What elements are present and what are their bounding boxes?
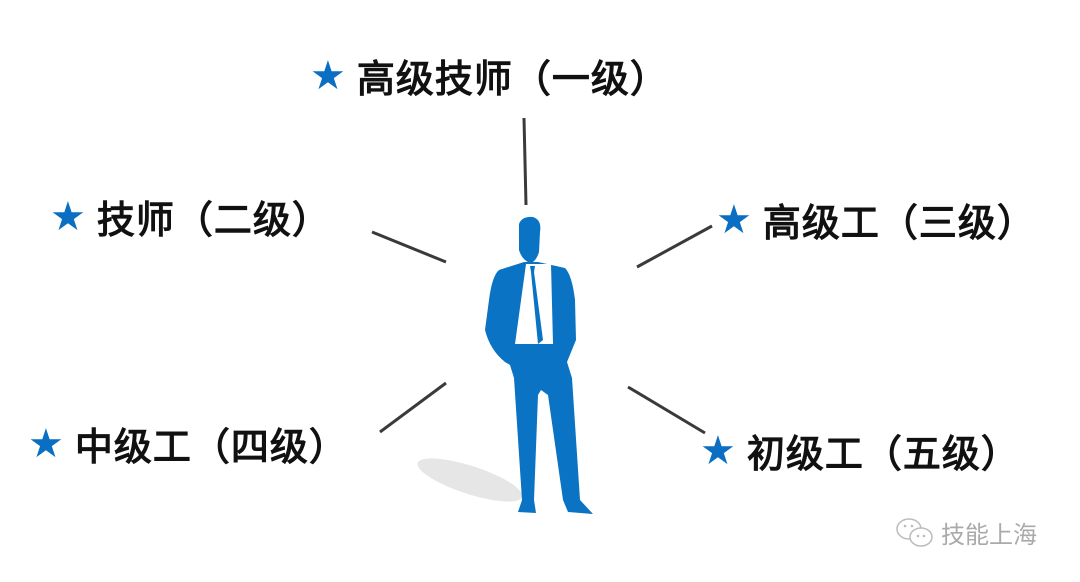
level-2-label: ★ 技师（二级） xyxy=(50,189,331,244)
tie xyxy=(530,266,543,344)
star-icon: ★ xyxy=(28,420,65,467)
star-icon: ★ xyxy=(700,427,737,474)
connector-line-1 xyxy=(522,117,528,206)
level-text: 技师（二级） xyxy=(96,198,331,242)
shirt xyxy=(515,264,553,344)
level-4-label: ★ 中级工（四级） xyxy=(28,416,348,471)
level-text: 初级工（五级） xyxy=(746,432,1020,476)
star-icon: ★ xyxy=(716,196,753,243)
connector-line-4 xyxy=(379,381,447,434)
connector-line-5 xyxy=(627,385,706,435)
star-icon: ★ xyxy=(50,193,87,240)
businessman-silhouette xyxy=(485,216,593,514)
connector-lines xyxy=(371,117,713,435)
wechat-icon xyxy=(896,517,933,547)
star-icon: ★ xyxy=(310,52,347,99)
figure-shadow xyxy=(417,458,523,502)
level-5-label: ★ 初级工（五级） xyxy=(700,423,1020,478)
connector-line-3 xyxy=(636,224,713,269)
watermark: 技能上海 xyxy=(895,515,1037,550)
level-1-label: ★ 高级技师（一级） xyxy=(310,48,669,103)
level-text: 中级工（四级） xyxy=(74,425,348,469)
level-text: 高级技师（一级） xyxy=(356,57,669,101)
watermark-text: 技能上海 xyxy=(941,521,1037,549)
level-3-label: ★ 高级工（三级） xyxy=(716,192,1036,247)
level-text: 高级工（三级） xyxy=(762,201,1036,245)
connector-line-2 xyxy=(371,230,447,264)
